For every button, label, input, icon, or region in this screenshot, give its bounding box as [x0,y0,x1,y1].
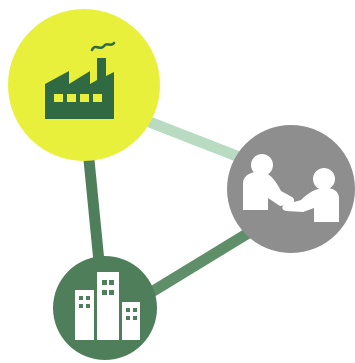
connector-city-partners [144,226,256,299]
handshake-icon [243,154,339,222]
city-node [53,256,157,360]
factory-node [8,9,160,161]
partners-node [227,125,355,253]
connector-factory-city [83,154,106,278]
factory-icon [45,41,116,119]
connector-factory-partners [146,117,253,166]
buildings-icon [75,272,140,340]
